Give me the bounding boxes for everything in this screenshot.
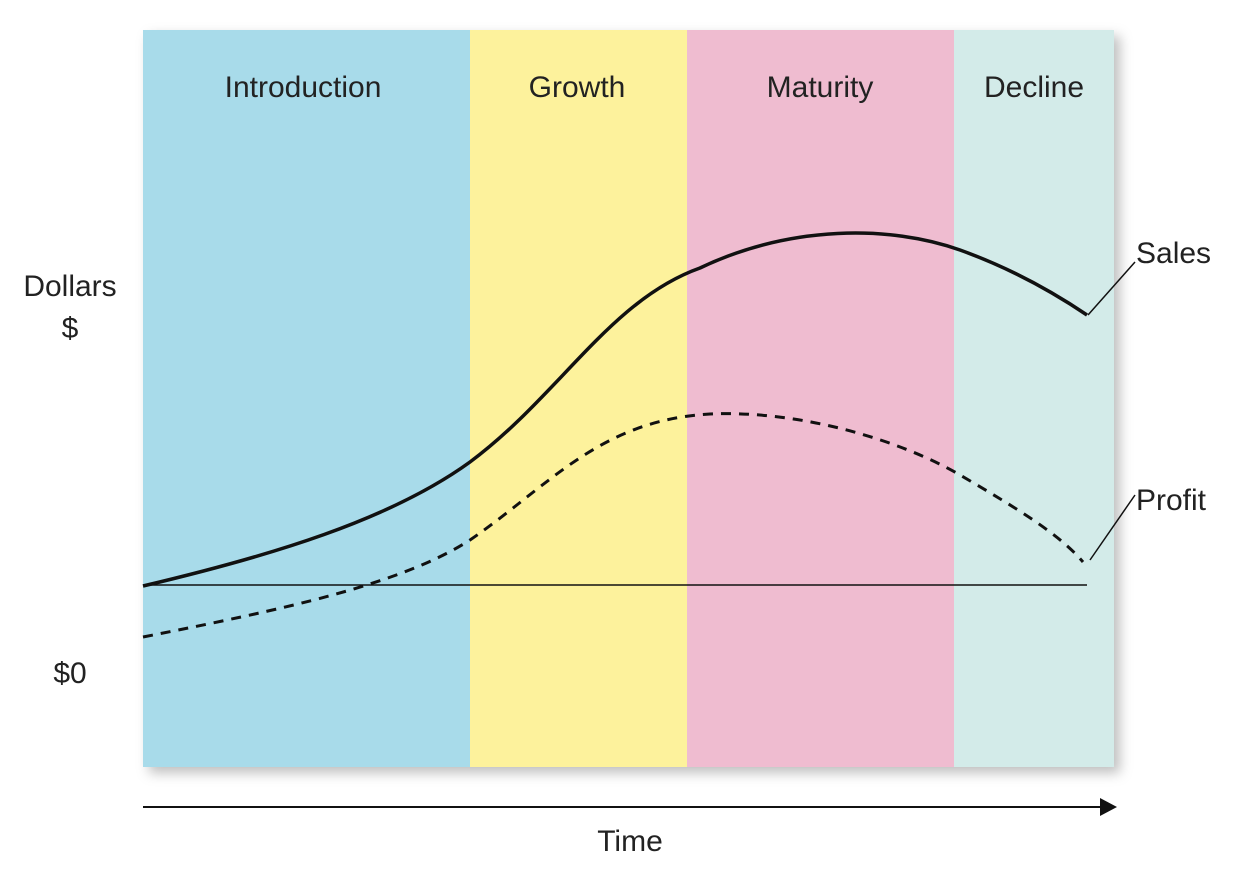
stage-label-decline: Decline [984,71,1084,104]
sales-curve [142,231,1088,588]
stage-panels [143,30,1114,767]
stage-label-maturity: Maturity [767,71,874,104]
sales-leader-line [1087,261,1136,316]
time-axis-arrowhead [1100,798,1117,816]
stage-panel-introduction [143,30,470,767]
profit-label: Profit [1136,484,1207,517]
profit-leader-line [1089,494,1136,561]
stage-label-introduction: Introduction [225,71,382,104]
y-axis-zero-label: $0 [53,657,86,690]
y-axis-symbol: $ [62,312,79,345]
stage-panel-decline [954,30,1114,767]
y-axis-label: Dollars [23,270,116,303]
x-axis-label: Time [597,825,663,858]
stage-label-growth: Growth [529,71,626,104]
stage-panel-growth [470,30,687,767]
sales-label: Sales [1136,237,1211,270]
stage-panel-maturity [687,30,954,767]
profit-curve [142,412,1085,639]
